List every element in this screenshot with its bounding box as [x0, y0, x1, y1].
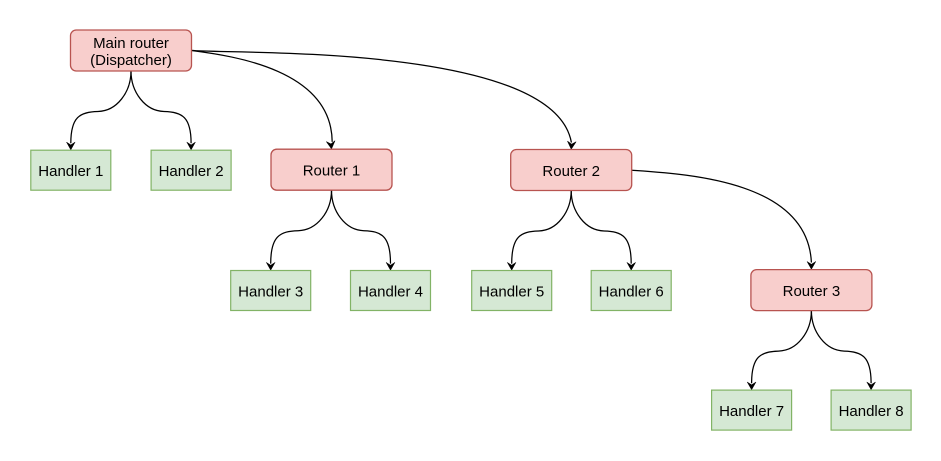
svg-text:Router 1: Router 1	[303, 163, 361, 180]
svg-text:Handler 4: Handler 4	[358, 283, 423, 300]
svg-text:Handler 8: Handler 8	[839, 403, 904, 420]
svg-text:Router 3: Router 3	[783, 283, 841, 300]
svg-text:Handler 7: Handler 7	[719, 403, 784, 420]
svg-text:(Dispatcher): (Dispatcher)	[90, 52, 172, 69]
svg-text:Handler 6: Handler 6	[599, 283, 664, 300]
svg-text:Handler 3: Handler 3	[238, 283, 303, 300]
svg-text:Handler 5: Handler 5	[479, 283, 544, 300]
svg-text:Main router: Main router	[93, 35, 169, 52]
svg-text:Router 2: Router 2	[542, 163, 600, 180]
svg-text:Handler 1: Handler 1	[38, 163, 103, 180]
svg-text:Handler 2: Handler 2	[159, 163, 224, 180]
